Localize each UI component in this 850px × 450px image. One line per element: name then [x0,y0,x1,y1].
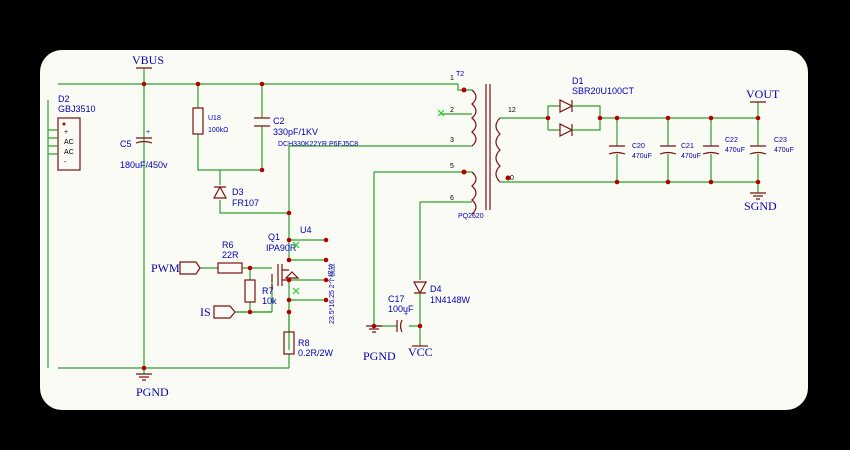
net-pwm: PWM [151,261,201,275]
net-vout: VOUT [746,87,780,103]
c23-value: 470uF [774,147,794,154]
svg-text:VCC: VCC [408,345,433,359]
r8-value: 0.2R/2W [298,348,334,358]
dual-diode-d1: D1 SBR20U100CT [559,76,635,137]
capacitor-c17: + C17 100uF [388,294,414,333]
d4-value: 1N4148W [430,295,471,305]
t2-ref: T2 [456,71,464,78]
r7-ref: R7 [262,286,274,296]
svg-text:5: 5 [450,163,454,170]
u18-value: 100kΩ [208,127,228,134]
svg-text:VOUT: VOUT [746,87,780,101]
svg-text:+: + [64,129,68,136]
svg-text:-: - [64,159,67,166]
diode-d4: D4 1N4148W [412,281,471,305]
d3-value: FR107 [232,198,259,208]
capacitor-c2: C2 330pF/1KV [254,116,318,137]
r8-ref: R8 [298,338,310,348]
transformer-t2: 1 2 3 5 6 12 0 T2 PQ2620 DCH330K22YR P6F… [278,71,516,220]
bridge-rectifier-d2: + AC AC - D2 GBJ3510 [48,94,96,171]
net-sgnd: SGND [744,192,777,213]
net-is: IS [200,305,250,319]
net-vcc: VCC [408,345,433,359]
svg-text:IS: IS [200,305,211,319]
d1-value: SBR20U100CT [572,86,635,96]
d1-ref: D1 [572,76,584,86]
net-vbus: VBUS [132,53,164,69]
d2-ref: D2 [58,94,70,104]
q1-ref: Q1 [268,232,280,242]
q1-value: IPA90R [266,243,297,253]
t2-value: PQ2620 [458,213,484,220]
c2-ref: C2 [273,116,285,126]
c21-ref: C21 [681,143,694,150]
c22-value: 470uF [725,147,745,154]
schematic-card: + AC AC - D2 GBJ3510 + C5 180uF/450v U18… [40,50,808,410]
c17-ref: C17 [388,294,405,304]
svg-text:6: 6 [450,195,454,202]
svg-text:PGND: PGND [136,385,169,399]
d2-value: GBJ3510 [58,104,96,114]
svg-text:+: + [404,311,408,318]
mosfet-q1: Q1 IPA90R U4 23.5*16.25 2个横放 [266,225,336,324]
u18-ref: U18 [208,115,221,122]
c2-value: 330pF/1KV [273,127,318,137]
svg-text:PGND: PGND [363,349,396,363]
d3-ref: D3 [232,187,244,197]
svg-text:12: 12 [508,107,516,114]
resistor-u18: U18 100kΩ [192,107,228,135]
resistor-r7: R7 10k [244,279,277,306]
circuit-schematic: + AC AC - D2 GBJ3510 + C5 180uF/450v U18… [47,53,794,399]
c20-value: 470uF [632,153,652,160]
svg-text:3: 3 [450,137,454,144]
svg-text:AC: AC [64,139,74,146]
svg-text:VBUS: VBUS [132,53,164,67]
wires-primary [373,84,472,346]
r6-ref: R6 [222,240,234,250]
svg-text:PWM: PWM [151,261,180,275]
output-capacitors: C20 470uF C21 470uF C22 470uF C23 470uF [608,118,794,182]
c5-value: 180uF/450v [120,160,168,170]
r6-value: 22R [222,250,239,260]
c17-value: 100uF [388,304,414,314]
d4-ref: D4 [430,284,442,294]
svg-text:1: 1 [450,75,454,82]
resistor-r6: R6 22R [217,240,243,274]
c5-ref: C5 [120,139,132,149]
svg-text:0: 0 [510,175,514,182]
c20-ref: C20 [632,143,645,150]
svg-text:2: 2 [450,107,454,114]
c21-value: 470uF [681,153,701,160]
svg-text:+: + [146,129,150,136]
c23-ref: C23 [774,137,787,144]
u4-note: 23.5*16.25 2个横放 [327,263,336,324]
capacitor-c5: + C5 180uF/450v [120,129,168,170]
c22-ref: C22 [725,137,738,144]
net-pgnd-bottom: PGND [363,325,396,363]
junction-dots [141,81,761,371]
diode-d3: D3 FR107 [212,185,259,208]
svg-text:SGND: SGND [744,199,777,213]
r7-value: 10k [262,296,277,306]
u4-ref: U4 [300,225,312,235]
resistor-r8: R8 0.2R/2W [283,331,334,358]
net-pgnd-left: PGND [136,373,169,399]
wires-secondary [500,102,759,193]
svg-text:AC: AC [64,149,74,156]
t2-note: DCH330K22YR P6FJ5C8 [278,141,358,148]
